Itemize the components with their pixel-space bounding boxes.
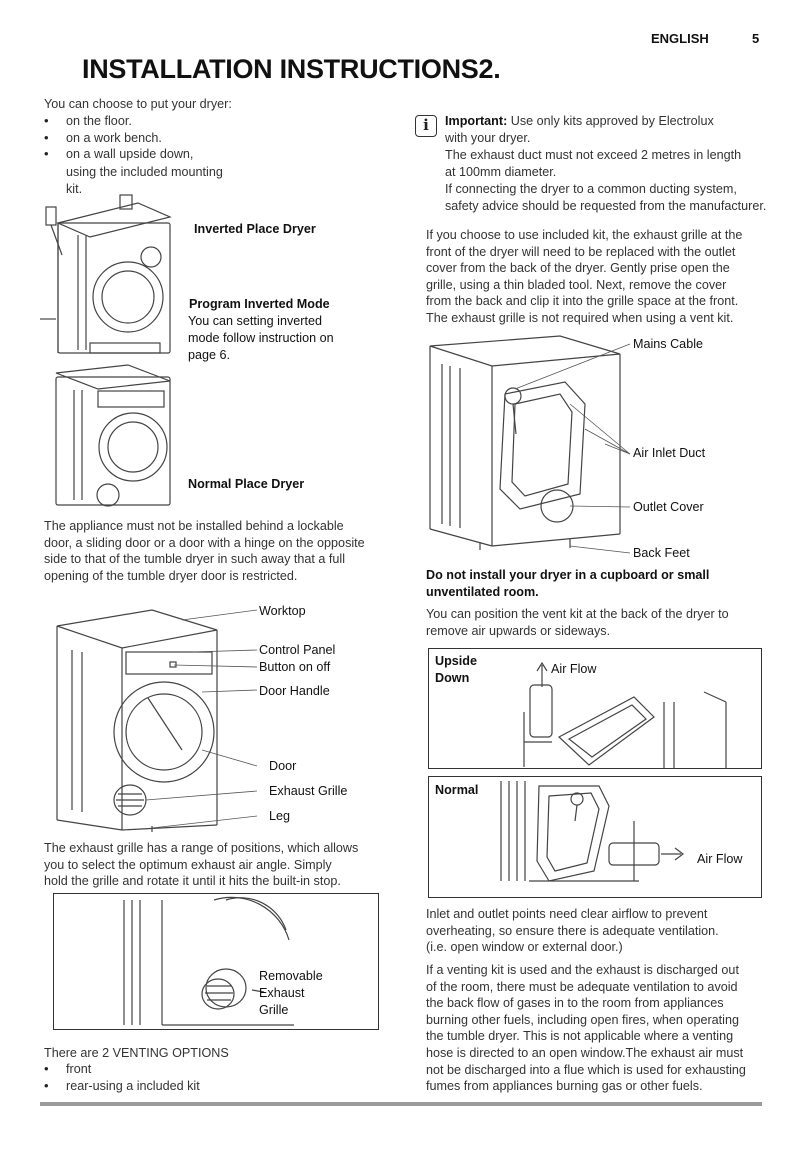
footer-rule [40,1102,762,1106]
control-panel-label: Control Panel [259,643,336,657]
text-line: The exhaust grille has a range of positi… [44,841,359,855]
page-number: 5 [752,31,760,46]
list-item: rear-using a included kit [44,1078,294,1095]
text-line: opening of the tumble dryer door is rest… [44,568,298,583]
mains-cable-label: Mains Cable [633,337,703,351]
text-line: hose is directed to an open window.The e… [426,1045,744,1060]
important-first-line: Important: Use only kits approved by Ele… [445,113,767,130]
text-line: The exhaust duct must not exceed 2 metre… [445,148,742,162]
important-notice: Important: Use only kits approved by Ele… [445,113,767,215]
important-lead: Important: [445,114,508,128]
exhaust-grille-paragraph: The exhaust grille has a range of positi… [44,840,384,890]
list-item: on a work bench. [44,130,294,147]
button-on-off-label: Button on off [259,660,331,674]
program-inverted-title: Program Inverted Mode [189,297,330,311]
outlet-cover-label: Outlet Cover [633,500,704,514]
text-line: not be discharged into a flue which is u… [426,1062,746,1077]
text-line: Upside [435,654,477,668]
kit-paragraph: If you choose to use included kit, the e… [426,227,771,327]
placement-list: on the floor. on a work bench. on a wall… [44,113,294,163]
air-flow-label-up: Air Flow [551,662,597,676]
text-line: side to that of the tumble dryer in such… [44,552,346,567]
text-line: Inlet and outlet points need clear airfl… [426,907,708,921]
info-icon: i [415,115,437,137]
text-line: (i.e. open window or external door.) [426,940,623,955]
text-line: If you choose to use included kit, the e… [426,228,743,242]
text-line: You can setting inverted [188,314,322,328]
text-line: The appliance must not be installed behi… [44,519,344,533]
text-line: from the back and clip it into the grill… [426,294,739,309]
text-line: mode follow instruction on [188,331,334,345]
text-line: safety advice should be requested from t… [445,199,767,213]
text-line: door, a sliding door or a door with a hi… [44,535,365,550]
upside-down-vent-figure: Upside Down Air Flow [428,648,762,769]
text-line: with your dryer. [445,131,531,145]
program-inverted-text: You can setting inverted mode follow ins… [188,313,334,364]
placement-intro: You can choose to put your dryer: [44,97,232,111]
text-line: The exhaust grille is not required when … [426,310,734,325]
text-line: remove air upwards or sideways. [426,623,611,638]
text-line: Exhaust [259,986,305,1000]
text-line: fumes from appliances burning gas or oth… [426,1079,703,1094]
venting-options-list: front rear-using a included kit [44,1061,294,1094]
vent-position-paragraph: You can position the vent kit at the bac… [426,606,771,639]
text-line: You can position the vent kit at the bac… [426,607,729,621]
text-line: Down [435,671,470,685]
removable-grille-illustration [123,896,294,1026]
text-line: Use only kits approved by Electrolux [507,114,714,128]
text-line: Grille [259,1003,289,1017]
continuation-line: kit. [66,181,83,196]
normal-illustration [500,781,684,882]
air-flow-label-side: Air Flow [697,852,743,866]
normal-title: Normal [435,783,479,797]
list-item: on a wall upside down, [44,146,294,163]
removable-grille-label: Removable Exhaust Grille [259,968,323,1019]
text-line: burning other fuels, including open fire… [426,1012,739,1027]
text-line: of the room, there must be adequate vent… [426,979,738,994]
text-line: the tumble dryer. This is not applicable… [426,1029,734,1044]
placement-continuation: using the included mounting kit. [66,164,223,197]
text-line: cover from the back of the dryer. Gently… [426,261,730,276]
text-line: at 100mm diameter. [445,165,557,179]
lockable-door-warning: The appliance must not be installed behi… [44,518,384,584]
worktop-label: Worktop [259,604,306,618]
list-item: front [44,1061,294,1078]
normal-vent-figure: Normal Air Flow [428,776,762,898]
list-item: on the floor. [44,113,294,130]
text-line: page 6. [188,348,231,362]
exhaust-grille-label: Exhaust Grille [269,784,348,798]
text-line: the back flow of gases in to the room fr… [426,996,724,1011]
upside-down-illustration [523,661,727,769]
text-line: overheating, so ensure there is adequate… [426,923,719,938]
upside-down-title: Upside Down [435,653,477,687]
text-line: If a venting kit is used and the exhaust… [426,963,739,977]
cupboard-warning: Do not install your dryer in a cupboard … [426,567,709,600]
door-handle-label: Door Handle [259,684,330,698]
text-line: hold the grille and rotate it until it h… [44,874,341,889]
air-inlet-duct-label: Air Inlet Duct [633,446,706,460]
door-label: Door [269,759,297,773]
text-line: Do not install your dryer in a cupboard … [426,568,710,582]
venting-kit-paragraph: If a venting kit is used and the exhaust… [426,962,771,1095]
venting-options-intro: There are 2 VENTING OPTIONS [44,1046,229,1060]
text-line: front of the dryer will need to be repla… [426,244,736,259]
dryer-rear-illustration [429,335,631,554]
continuation-line: using the included mounting [66,165,223,179]
inverted-place-label: Inverted Place Dryer [194,222,316,236]
text-line: you to select the optimum exhaust air an… [44,857,332,872]
text-line: unventilated room. [426,584,539,599]
stacked-dryers-illustration [40,194,172,507]
page-title: INSTALLATION INSTRUCTIONS2. [82,54,501,84]
removable-grille-figure: Removable Exhaust Grille [53,893,379,1030]
text-line: grille, using a thin bladed tool. Next, … [426,277,727,292]
clear-airflow-paragraph: Inlet and outlet points need clear airfl… [426,906,771,956]
language-label: ENGLISH [651,31,709,46]
back-feet-label: Back Feet [633,546,690,560]
leg-label: Leg [269,809,291,823]
text-line: Removable [259,969,323,983]
dryer-parts-illustration [56,609,258,832]
normal-place-label: Normal Place Dryer [188,477,305,491]
text-line: If connecting the dryer to a common duct… [445,182,737,196]
